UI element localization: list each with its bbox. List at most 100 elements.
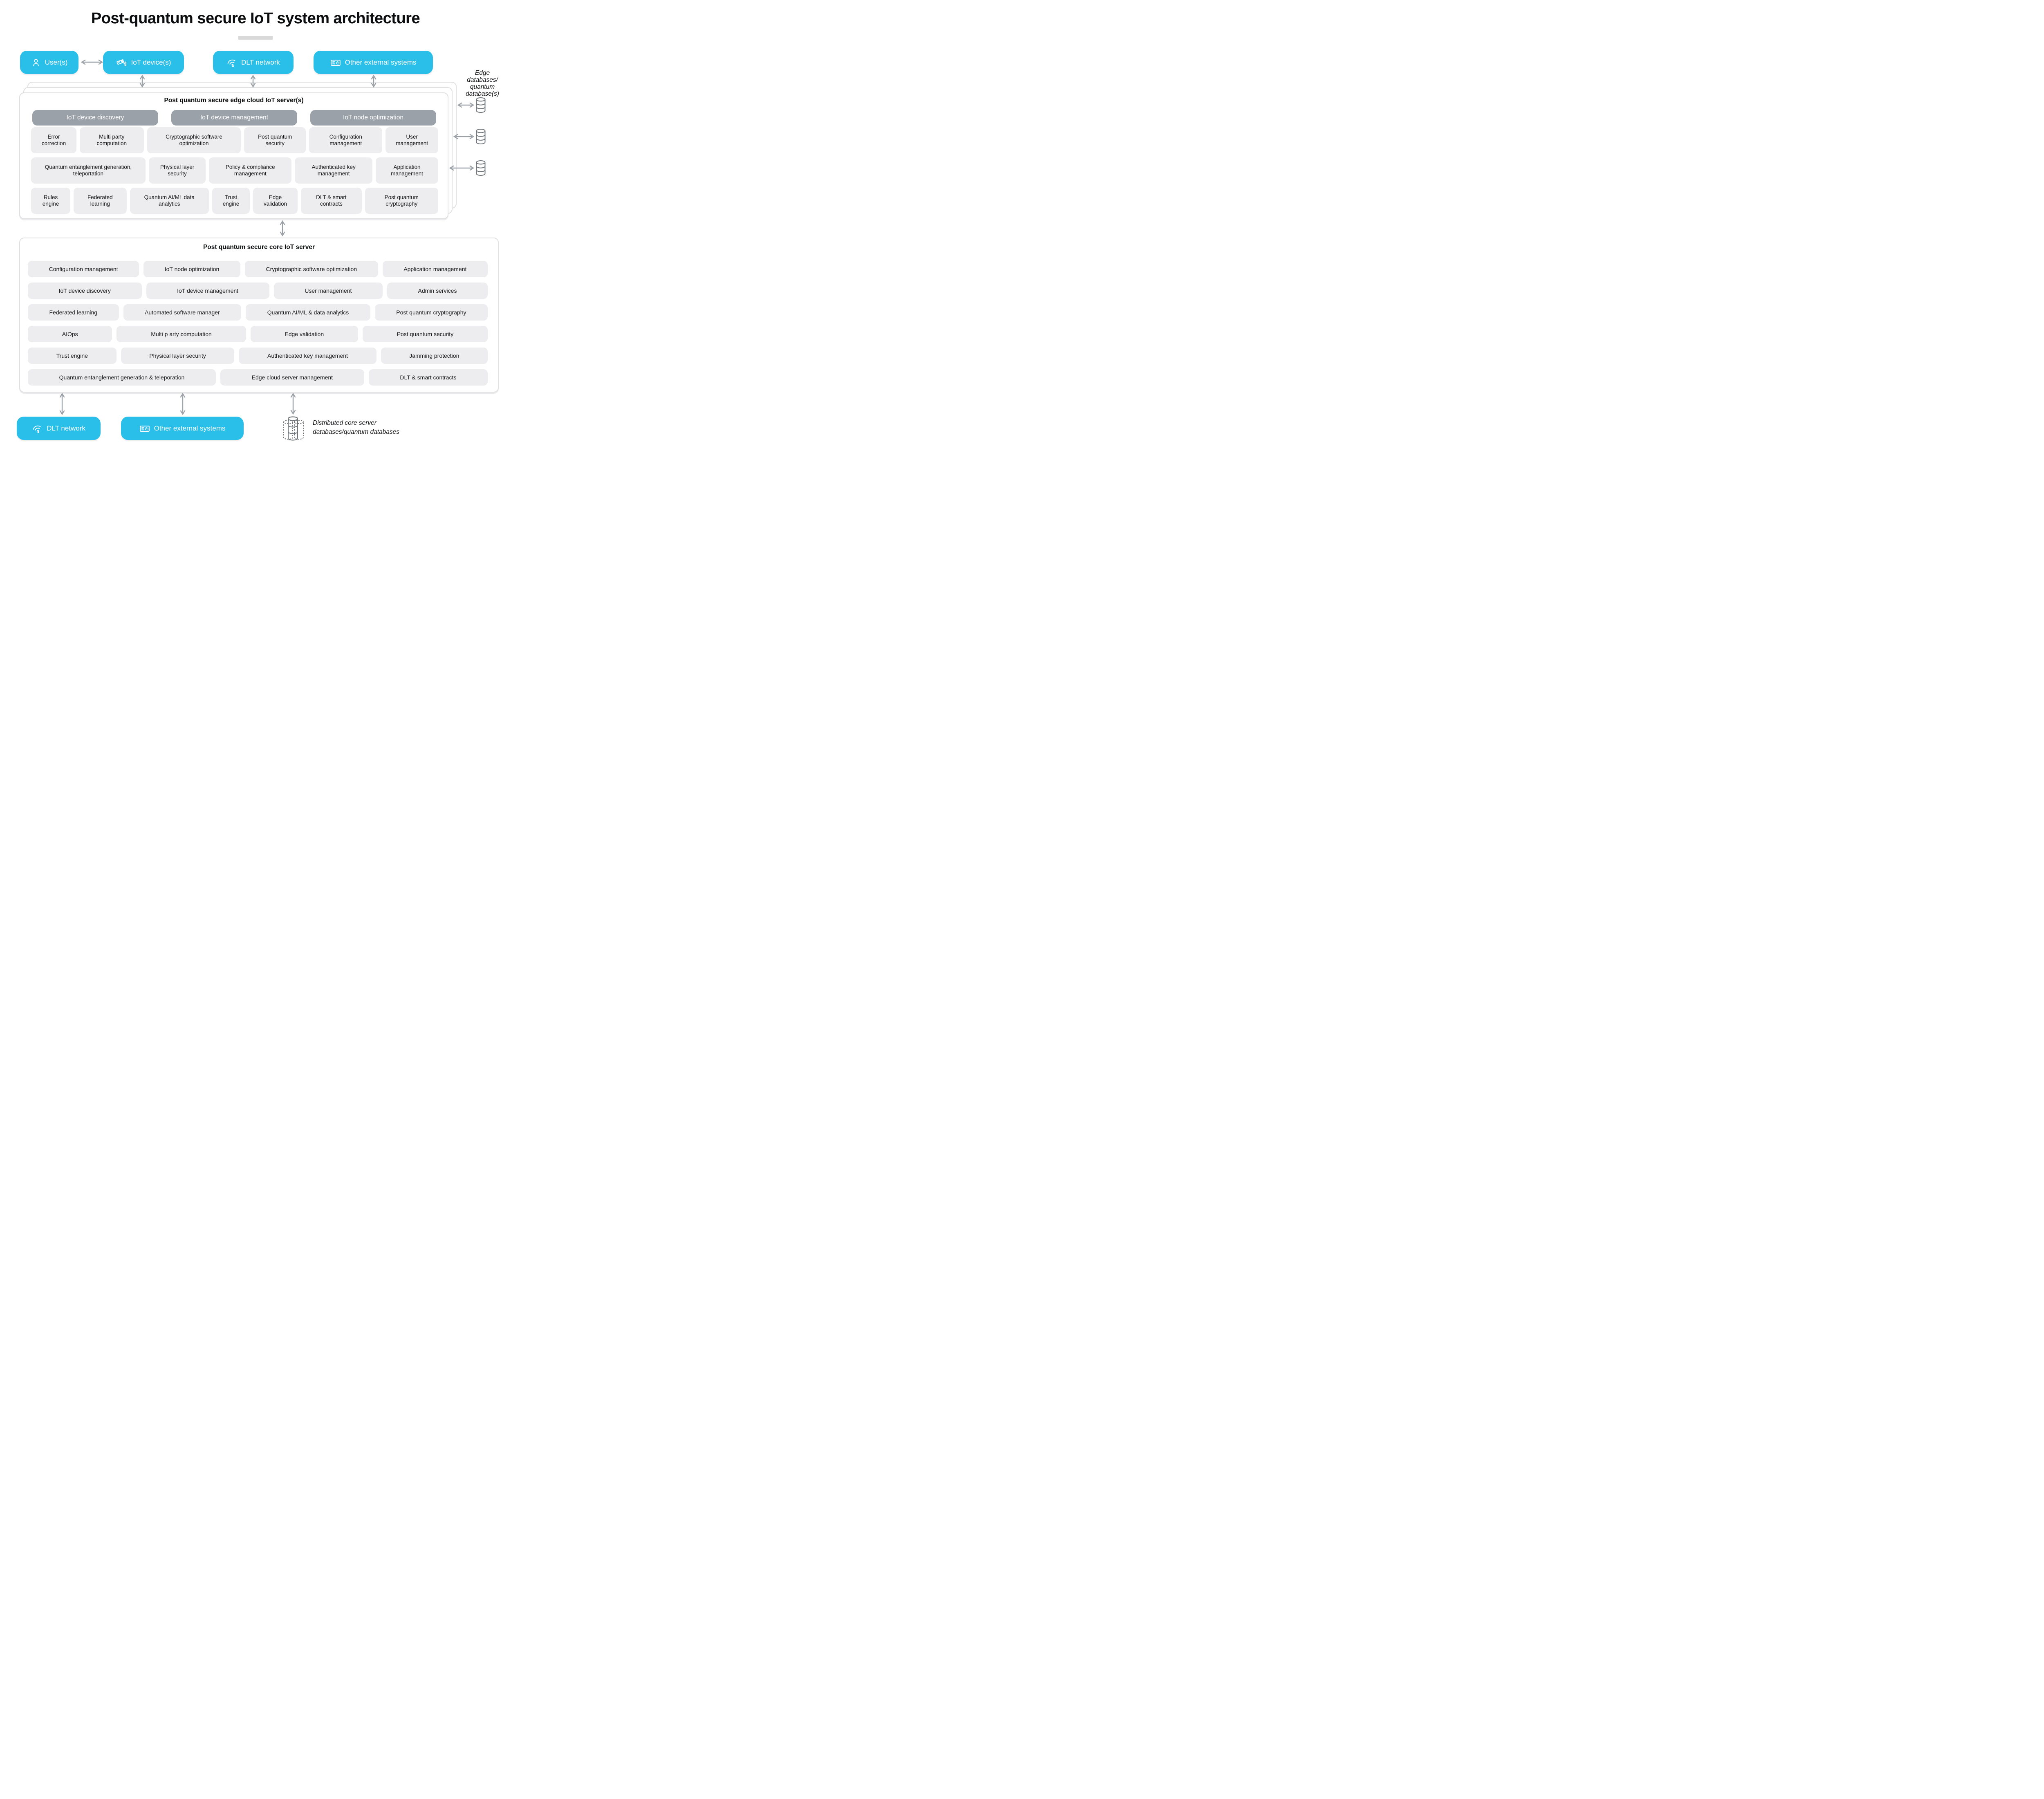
node-label: DLT network <box>47 424 85 432</box>
core-server-title: Post quantum secure core IoT server <box>203 244 315 251</box>
core-server-box: Post quantum secure core IoT server Conf… <box>19 238 499 393</box>
core-module-box: AIOps <box>28 326 112 342</box>
edge-function-pills: IoT device discovery IoT device managemen… <box>32 110 436 126</box>
node-other-external-top: Other external systems <box>314 51 433 74</box>
edge-function-pill: IoT node optimization <box>310 110 436 126</box>
arrow-users-iot <box>81 59 103 65</box>
edge-module-box: Configuration management <box>309 127 383 153</box>
title-underline <box>238 36 273 40</box>
node-label: Other external systems <box>345 58 417 66</box>
arrow-edge-core <box>280 220 285 237</box>
edge-databases-label-line: quantum <box>470 83 495 90</box>
core-module-box: Edge validation <box>250 326 358 342</box>
node-other-external-bottom: Other external systems <box>121 417 244 440</box>
distributed-database-caption-line: Distributed core server <box>313 419 377 426</box>
core-module-box: Application management <box>382 261 488 277</box>
edge-server-box: Post quantum secure edge cloud IoT serve… <box>19 92 448 219</box>
edge-server-title: Post quantum secure edge cloud IoT serve… <box>164 97 304 104</box>
edge-module-box: Quantum entanglement generation, telepor… <box>31 157 146 184</box>
core-module-box: Post quantum cryptography <box>374 304 488 321</box>
arrow-core-other <box>180 393 186 415</box>
core-module-box: Configuration management <box>28 261 139 277</box>
core-module-box: Trust engine <box>28 348 117 364</box>
user-icon <box>33 58 39 66</box>
edge-module-box: Quantum AI/ML data analytics <box>130 188 209 214</box>
node-label: IoT device(s) <box>131 58 171 66</box>
edge-module-box: Multi party computation <box>80 127 144 153</box>
database-icon <box>476 160 486 176</box>
edge-module-box: User management <box>385 127 438 153</box>
core-module-box: Quantum AI/ML & data analytics <box>246 304 370 321</box>
edge-databases-label-line: Edge <box>475 70 490 76</box>
core-module-box: Admin services <box>387 283 488 299</box>
edge-module-box: Post quantum cryptography <box>365 188 438 214</box>
arrow-core-dlt <box>59 393 65 415</box>
camera-icon <box>116 59 126 66</box>
edge-module-box: Application management <box>376 157 438 184</box>
edge-module-box: DLT & smart contracts <box>301 188 362 214</box>
node-users: User(s) <box>20 51 78 74</box>
node-dlt-network-top: DLT network <box>213 51 294 74</box>
edge-databases-label-line: databases/ <box>467 76 498 83</box>
distributed-database-icon <box>283 416 304 441</box>
edge-module-box: Authenticated key management <box>295 157 373 184</box>
external-system-card-icon <box>330 59 341 66</box>
core-module-box: Physical layer security <box>121 348 235 364</box>
distributed-database-caption: Distributed core server databases/quantum… <box>313 419 399 437</box>
core-module-box: Post quantum security <box>362 326 488 342</box>
core-module-box: Multi p arty computation <box>117 326 246 342</box>
core-module-box: Authenticated key management <box>239 348 377 364</box>
core-module-box: User management <box>273 283 383 299</box>
external-system-card-icon <box>139 425 150 432</box>
database-icon <box>476 129 486 145</box>
edge-module-box: Cryptographic software optimization <box>147 127 241 153</box>
core-module-box: Jamming protection <box>381 348 488 364</box>
node-label: Other external systems <box>154 424 226 432</box>
edge-module-box: Post quantum security <box>244 127 306 153</box>
edge-module-box: Federated learning <box>74 188 127 214</box>
core-module-box: Edge cloud server management <box>220 369 364 386</box>
wifi-icon <box>33 425 41 433</box>
core-module-box: IoT device management <box>146 283 269 299</box>
distributed-database-caption-line: databases/quantum databases <box>313 428 399 435</box>
edge-module-box: Trust engine <box>212 188 250 214</box>
edge-module-box: Edge validation <box>253 188 298 214</box>
edge-module-row: Quantum entanglement generation, telepor… <box>31 157 438 184</box>
core-module-box: Federated learning <box>28 304 119 321</box>
core-module-box: Automated software manager <box>123 304 242 321</box>
core-module-box: IoT node optimization <box>143 261 240 277</box>
edge-module-box: Rules engine <box>31 188 71 214</box>
page-title: Post-quantum secure IoT system architect… <box>91 10 420 27</box>
edge-function-pill: IoT device management <box>171 110 297 126</box>
arrow-edge-db-1 <box>457 102 475 108</box>
node-label: User(s) <box>45 58 68 66</box>
node-dlt-network-bottom: DLT network <box>17 417 101 440</box>
core-module-box: Quantum entanglement generation & telepo… <box>28 369 216 386</box>
core-module-box: IoT device discovery <box>28 283 142 299</box>
edge-databases-label-line: database(s) <box>466 90 499 97</box>
wifi-icon <box>227 59 236 67</box>
edge-module-box: Error correction <box>31 127 76 153</box>
edge-function-pill: IoT device discovery <box>32 110 158 126</box>
core-module-row: Quantum entanglement generation & telepo… <box>28 369 488 386</box>
node-iot-devices: IoT device(s) <box>103 51 184 74</box>
arrow-core-distributed-db <box>290 393 296 415</box>
arrow-edge-db-2 <box>453 134 475 139</box>
database-icon <box>476 97 486 113</box>
core-module-box: DLT & smart contracts <box>368 369 488 386</box>
edge-module-box: Policy & compliance management <box>209 157 292 184</box>
core-module-box: Cryptographic software optimization <box>244 261 378 277</box>
edge-module-box: Physical layer security <box>148 157 206 184</box>
diagram-canvas: Post-quantum secure IoT system architect… <box>0 0 511 450</box>
node-label: DLT network <box>241 58 280 66</box>
